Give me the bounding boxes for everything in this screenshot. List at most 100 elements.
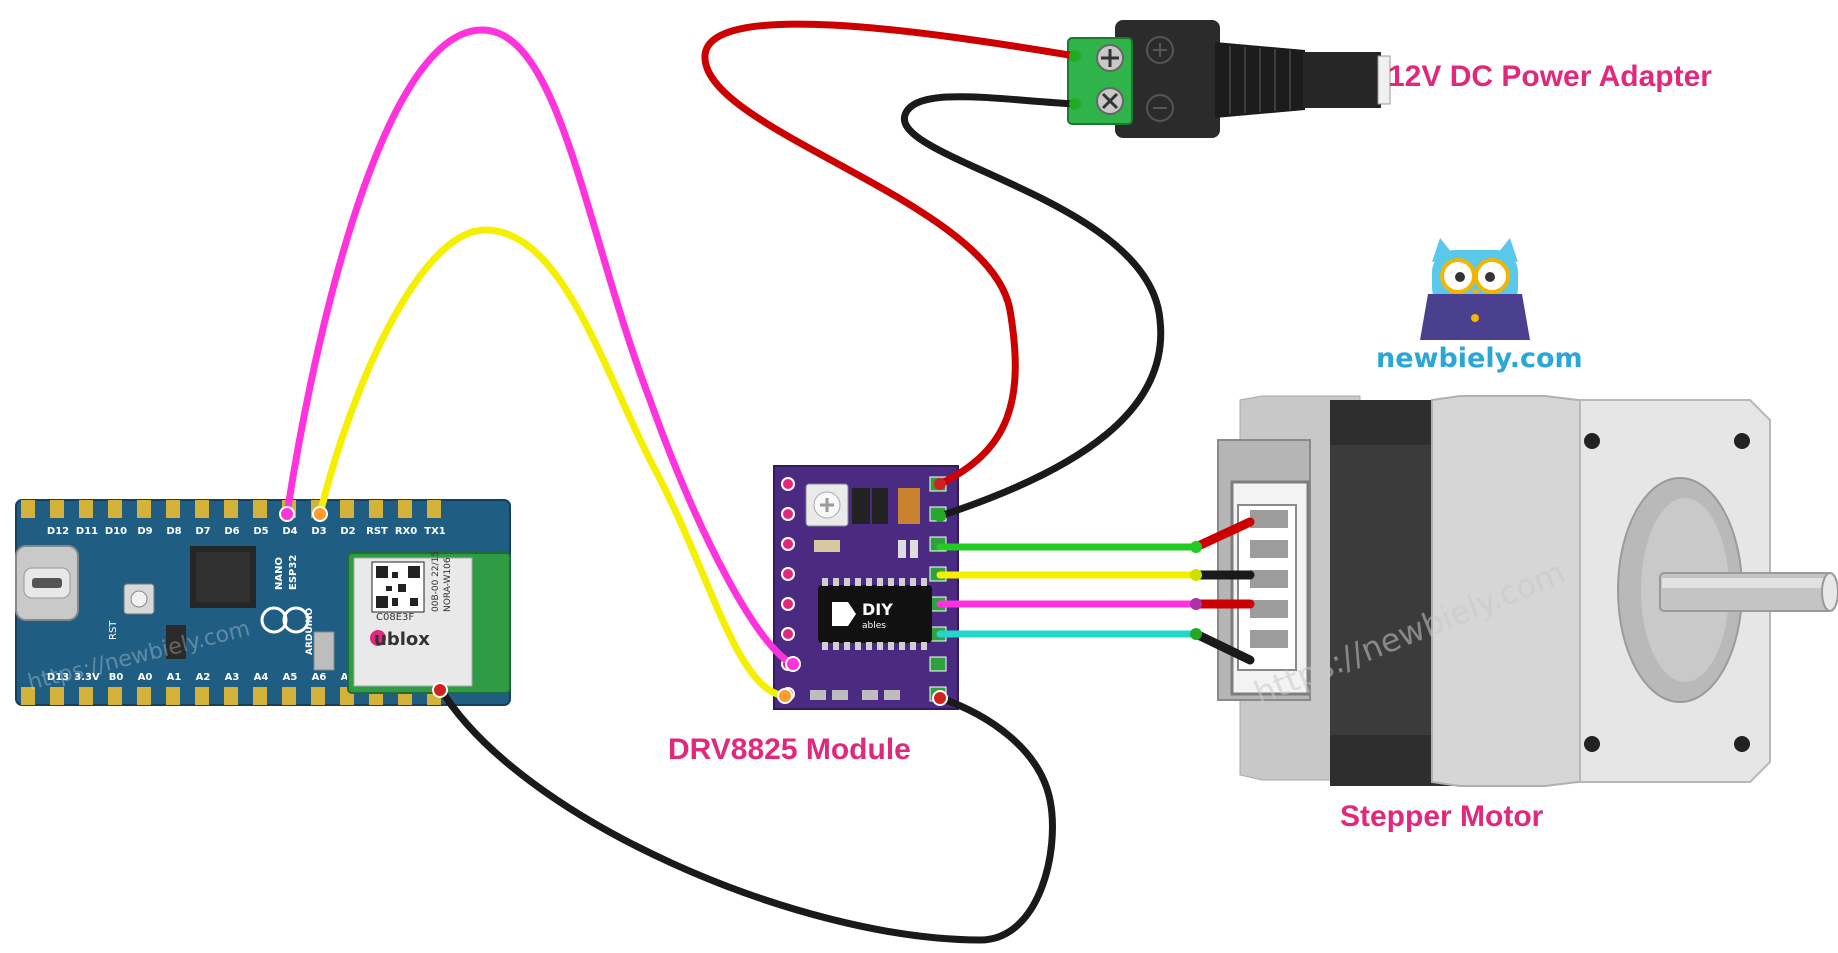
pin-label-bottom: A2 bbox=[196, 672, 211, 683]
motor-connector-slots bbox=[1250, 510, 1288, 648]
driver-pin-left bbox=[781, 597, 795, 611]
chip-text-esp32: ESP32 bbox=[288, 555, 299, 590]
header-pad bbox=[369, 500, 383, 518]
header-pad bbox=[224, 500, 238, 518]
board-top-pads bbox=[21, 500, 441, 518]
wires bbox=[283, 20, 1255, 944]
wire-red-vmot-to-adapter bbox=[701, 20, 1079, 488]
driver-pin-left bbox=[781, 477, 795, 491]
pin-label-bottom: A5 bbox=[283, 672, 298, 683]
plus-symbol-icon bbox=[1146, 36, 1174, 64]
diyables-logo-top: DIY bbox=[862, 600, 893, 619]
chip-text-arduino: ARDUINO bbox=[305, 607, 315, 655]
wire-end-pins bbox=[279, 50, 1202, 706]
module-name: NORA-W106 bbox=[443, 557, 453, 612]
pin-label-top: RST bbox=[366, 526, 388, 537]
label-drv8825-module: DRV8825 Module bbox=[668, 733, 911, 766]
driver-ic bbox=[818, 585, 932, 643]
adapter-plug bbox=[1303, 52, 1381, 108]
minus-symbol-icon bbox=[1146, 94, 1174, 122]
pin-label-bottom: A6 bbox=[312, 672, 327, 683]
header-pad bbox=[427, 500, 441, 518]
diyables-logo-bottom: ables bbox=[862, 621, 886, 631]
motor-mount-hole-bl bbox=[1584, 736, 1600, 752]
header-pad bbox=[253, 500, 267, 518]
motor-mount-hole-tr bbox=[1734, 433, 1750, 449]
driver-pin-left bbox=[781, 627, 795, 641]
chip-text-nano: NANO bbox=[274, 557, 285, 590]
module-date: 00B-00 22/15 bbox=[431, 551, 441, 612]
header-pad bbox=[311, 687, 325, 705]
pin-label-top: D7 bbox=[195, 526, 210, 537]
header-pad bbox=[50, 500, 64, 518]
driver-pin-left bbox=[781, 567, 795, 581]
header-pad bbox=[79, 687, 93, 705]
pin-label-top: D6 bbox=[224, 526, 239, 537]
header-pad bbox=[195, 500, 209, 518]
brand-name: newbiely.com bbox=[1376, 343, 1583, 374]
wire-black-gnd-to-adapter bbox=[901, 93, 1165, 520]
ublox-brand: ublox bbox=[374, 629, 430, 650]
header-pad bbox=[340, 500, 354, 518]
pin-label-top: D8 bbox=[166, 526, 181, 537]
label-stepper-motor: Stepper Motor bbox=[1340, 800, 1544, 833]
stepper-motor: https://newbiely.com bbox=[1217, 395, 1838, 787]
pin-label-bottom: A4 bbox=[254, 672, 269, 683]
drv8825-module: DIY ables bbox=[773, 465, 959, 710]
pin-label-bottom: A3 bbox=[225, 672, 240, 683]
motor-lead-red-1 bbox=[1191, 517, 1255, 552]
pin-label-top: D3 bbox=[311, 526, 326, 537]
header-pad bbox=[253, 687, 267, 705]
motor-mount-hole-br bbox=[1734, 736, 1750, 752]
driver-pin-left bbox=[781, 537, 795, 551]
motor-lead-black-2 bbox=[1191, 629, 1255, 665]
rst-button-label: RST bbox=[108, 620, 119, 640]
pin-label-top: D9 bbox=[137, 526, 152, 537]
module-code: C08E3F bbox=[376, 612, 414, 623]
diyables-logo-icon bbox=[832, 602, 856, 626]
header-pad bbox=[137, 500, 151, 518]
driver-capacitor bbox=[852, 488, 870, 524]
header-pad bbox=[166, 500, 180, 518]
header-pad bbox=[282, 687, 296, 705]
motor-shaft-tip bbox=[1821, 572, 1838, 612]
wire-black-vin-to-driver-gnd bbox=[436, 684, 1056, 944]
pin-label-bottom: A1 bbox=[167, 672, 182, 683]
motor-mount-hole-tl bbox=[1584, 433, 1600, 449]
header-pad bbox=[108, 500, 122, 518]
pin-label-top: D10 bbox=[105, 526, 127, 537]
pin-label-top: D5 bbox=[253, 526, 268, 537]
dc-power-adapter bbox=[1067, 20, 1391, 138]
owl-logo-icon bbox=[1420, 238, 1530, 340]
pin-label-bottom: D13 bbox=[47, 672, 69, 683]
header-pad bbox=[195, 687, 209, 705]
pin-label-top: D12 bbox=[47, 526, 69, 537]
header-pad bbox=[79, 500, 93, 518]
header-pad bbox=[50, 687, 64, 705]
pin-label-bottom: B0 bbox=[109, 672, 124, 683]
driver-pin-left bbox=[781, 507, 795, 521]
header-pad bbox=[137, 687, 151, 705]
label-power-adapter: 12V DC Power Adapter bbox=[1388, 60, 1712, 93]
pin-label-bottom: A0 bbox=[138, 672, 153, 683]
ublox-logo-icon bbox=[370, 630, 386, 646]
pin-label-top: D11 bbox=[76, 526, 98, 537]
adapter-ribs bbox=[1229, 46, 1291, 114]
header-pad bbox=[108, 687, 122, 705]
pin-label-top: D2 bbox=[340, 526, 355, 537]
header-pad bbox=[166, 687, 180, 705]
pin-label-top: TX1 bbox=[424, 526, 446, 537]
header-pad bbox=[21, 500, 35, 518]
pin-label-bottom: 3.3V bbox=[74, 672, 100, 683]
board-bottom-pads bbox=[21, 687, 441, 705]
arduino-logo-icon bbox=[260, 606, 288, 634]
wire-yellow-d3-to-driver bbox=[316, 226, 789, 700]
header-pad bbox=[224, 687, 238, 705]
adapter-body bbox=[1115, 20, 1220, 138]
header-pad bbox=[21, 687, 35, 705]
pin-label-top: D4 bbox=[282, 526, 297, 537]
wire-magenta-d4-to-driver bbox=[283, 26, 797, 668]
